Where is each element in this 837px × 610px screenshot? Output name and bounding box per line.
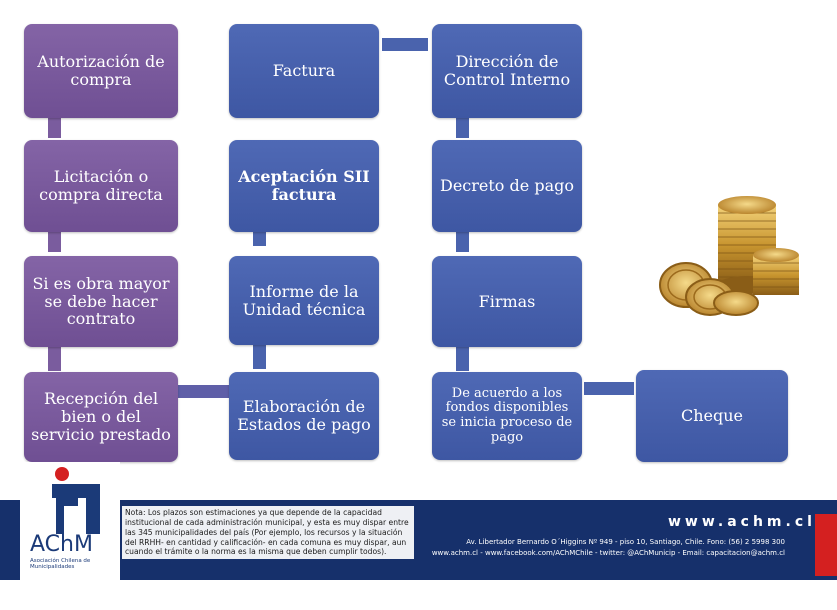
connector-c3-1-2 xyxy=(456,118,469,138)
step-label: Licitación o compra directa xyxy=(39,167,163,204)
step-fondos-disponibles: De acuerdo a los fondos disponibles se i… xyxy=(432,372,582,460)
step-label: Informe de la Unidad técnica xyxy=(242,281,366,319)
footer-red-accent xyxy=(815,514,837,576)
connector-c1-1-2 xyxy=(48,118,61,138)
step-label: Elaboración de Estados de pago xyxy=(237,397,371,434)
connector-c1-c2-bottom xyxy=(178,385,230,398)
step-decreto-pago: Decreto de pago xyxy=(432,140,582,232)
step-label: Recepción del bien o del servicio presta… xyxy=(31,389,171,444)
connector-c3-3-4 xyxy=(456,347,469,371)
step-contrato: Si es obra mayor se debe hacer contrato xyxy=(24,256,178,347)
connector-c2-2-3 xyxy=(253,232,266,246)
step-control-interno: Dirección de Control Interno xyxy=(432,24,582,118)
logo-text: AChM xyxy=(30,532,93,557)
connector-c1-3-4 xyxy=(48,347,61,371)
connector-c1-2-3 xyxy=(48,232,61,252)
step-informe-unidad-tecnica: Informe de la Unidad técnica xyxy=(229,256,379,345)
step-label: Dirección de Control Interno xyxy=(443,52,571,89)
connector-c2-c3-top xyxy=(382,38,428,51)
step-label: Si es obra mayor se debe hacer contrato xyxy=(32,273,170,329)
achm-logo: AChM Asociación Chilena de Municipalidad… xyxy=(20,462,120,580)
step-autorizacion-compra: Autorización de compra xyxy=(24,24,178,118)
connector-c3-2-3 xyxy=(456,232,469,252)
step-label: Aceptación SII factura xyxy=(238,167,370,204)
step-estados-pago: Elaboración de Estados de pago xyxy=(229,372,379,460)
step-label: Factura xyxy=(272,61,336,81)
footer-bottom-strip xyxy=(0,580,837,610)
address-label: Av. Libertador Bernardo O´Higgins Nº 949… xyxy=(466,538,785,546)
logo-subtitle: Asociación Chilena de Municipalidades xyxy=(30,558,91,571)
step-factura: Factura xyxy=(229,24,379,118)
connector-c3-final xyxy=(584,382,634,395)
step-firmas: Firmas xyxy=(432,256,582,347)
step-label: Autorización de compra xyxy=(37,52,165,89)
step-licitacion: Licitación o compra directa xyxy=(24,140,178,232)
social-links[interactable]: www.achm.cl - www.facebook.com/AChMChile… xyxy=(431,549,785,557)
step-label: De acuerdo a los fondos disponibles se i… xyxy=(441,385,573,445)
step-cheque: Cheque xyxy=(636,370,788,462)
step-aceptacion-sii: Aceptación SII factura xyxy=(229,140,379,232)
step-label: Cheque xyxy=(680,406,744,426)
step-recepcion: Recepción del bien o del servicio presta… xyxy=(24,372,178,462)
achm-logo-mark xyxy=(52,467,100,534)
website-label[interactable]: www.achm.cl xyxy=(668,514,816,530)
footer-note: Nota: Los plazos son estimaciones ya que… xyxy=(122,506,414,560)
step-label: Decreto de pago xyxy=(440,176,574,196)
connector-c2-3-4 xyxy=(253,345,266,369)
coins-image xyxy=(659,196,799,316)
step-label: Firmas xyxy=(478,291,536,311)
